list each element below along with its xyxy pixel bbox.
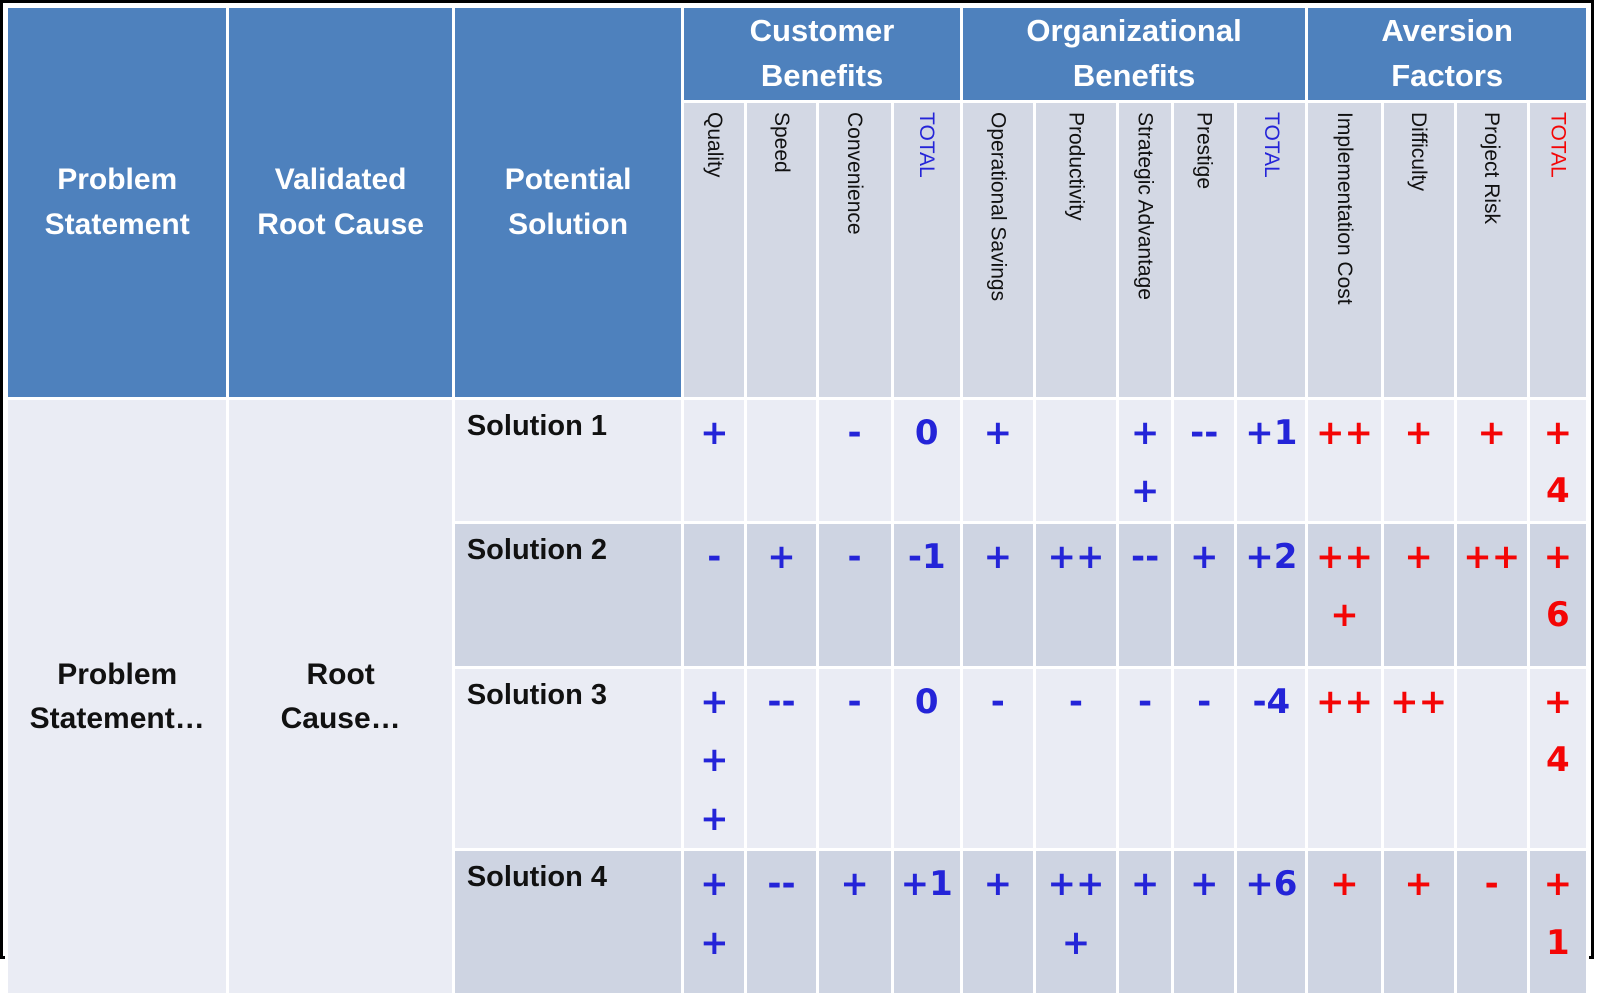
sub-header-row: Quality Speed Convenience TOTAL Operatio… (8, 102, 1586, 397)
s2-convenience: - (818, 523, 891, 666)
solution-4-label: Solution 4 (454, 851, 682, 994)
s2-difficulty: + (1383, 523, 1454, 666)
col-header-validated-root-cause: Validated Root Cause (229, 8, 452, 397)
group-header-organizational-benefits: Organizational Benefits (962, 8, 1306, 100)
s3-implementation-cost: ++ (1308, 668, 1381, 849)
sub-header-strategic-advantage: Strategic Advantage (1119, 102, 1172, 397)
s1-project-risk: + (1456, 399, 1527, 521)
s1-implementation-cost: ++ (1308, 399, 1381, 521)
s4-project-risk: - (1456, 851, 1527, 994)
s2-aversion-total: +6 (1529, 523, 1586, 666)
s3-productivity: - (1035, 668, 1117, 849)
group-header-customer-benefits-label: Customer Benefits (749, 13, 895, 93)
s2-organizational-total: +2 (1237, 523, 1306, 666)
s4-operational-savings: + (962, 851, 1033, 994)
s1-aversion-total: +4 (1529, 399, 1586, 521)
col-header-problem-statement: Problem Statement (8, 8, 227, 397)
col-header-potential-solution-label: Potential Solution (504, 163, 632, 242)
table-row-solution-3: Solution 3 +++ -- - 0 - - - - -4 ++ ++ +… (8, 668, 1586, 849)
s4-organizational-total: +6 (1237, 851, 1306, 994)
sub-header-speed: Speed (747, 102, 816, 397)
s1-prestige: -- (1174, 399, 1235, 521)
solution-2-label: Solution 2 (454, 523, 682, 666)
s1-convenience: - (818, 399, 891, 521)
solution-1-label: Solution 1 (454, 399, 682, 521)
sub-header-difficulty: Difficulty (1383, 102, 1454, 397)
s4-strategic-advantage: + (1119, 851, 1172, 994)
sub-header-productivity: Productivity (1035, 102, 1117, 397)
s1-quality: + (684, 399, 745, 521)
s3-organizational-total: -4 (1237, 668, 1306, 849)
s3-strategic-advantage: - (1119, 668, 1172, 849)
s4-customer-total: +1 (893, 851, 960, 994)
s2-prestige: + (1174, 523, 1235, 666)
sub-header-implementation-cost: Implementation Cost (1308, 102, 1381, 397)
s1-difficulty: + (1383, 399, 1454, 521)
sub-header-operational-savings: Operational Savings (962, 102, 1033, 397)
col-header-validated-root-cause-label: Validated Root Cause (257, 163, 424, 242)
s4-speed: -- (747, 851, 816, 994)
s2-project-risk: ++ (1456, 523, 1527, 666)
s1-operational-savings: + (962, 399, 1033, 521)
group-header-aversion-factors: Aversion Factors (1308, 8, 1586, 100)
sub-header-project-risk: Project Risk (1456, 102, 1527, 397)
s4-implementation-cost: + (1308, 851, 1381, 994)
col-header-potential-solution: Potential Solution (454, 8, 682, 397)
s4-difficulty: + (1383, 851, 1454, 994)
s1-speed (747, 399, 816, 521)
s3-quality: +++ (684, 668, 745, 849)
s3-prestige: - (1174, 668, 1235, 849)
s4-aversion-total: +1 (1529, 851, 1586, 994)
col-header-problem-statement-label: Problem Statement (44, 163, 190, 242)
sub-header-customer-total: TOTAL (893, 102, 960, 397)
s4-productivity: +++ (1035, 851, 1117, 994)
group-header-row: Problem Statement Validated Root Cause P… (8, 8, 1586, 397)
solution-3-label: Solution 3 (454, 668, 682, 849)
s2-speed: + (747, 523, 816, 666)
s2-implementation-cost: +++ (1308, 523, 1381, 666)
s3-speed: -- (747, 668, 816, 849)
s1-organizational-total: +1 (1237, 399, 1306, 521)
s1-customer-total: 0 (893, 399, 960, 521)
s3-convenience: - (818, 668, 891, 849)
s2-strategic-advantage: -- (1119, 523, 1172, 666)
group-header-customer-benefits: Customer Benefits (684, 8, 960, 100)
sub-header-convenience: Convenience (818, 102, 891, 397)
s4-prestige: + (1174, 851, 1235, 994)
sub-header-organizational-total: TOTAL (1237, 102, 1306, 397)
s3-difficulty: ++ (1383, 668, 1454, 849)
s4-quality: ++ (684, 851, 745, 994)
s3-operational-savings: - (962, 668, 1033, 849)
sub-header-aversion-total: TOTAL (1529, 102, 1586, 397)
s1-productivity (1035, 399, 1117, 521)
sub-header-quality: Quality (684, 102, 745, 397)
s4-convenience: + (818, 851, 891, 994)
group-header-aversion-factors-label: Aversion Factors (1381, 13, 1513, 93)
sub-header-prestige: Prestige (1174, 102, 1235, 397)
s3-aversion-total: +4 (1529, 668, 1586, 849)
group-header-organizational-benefits-label: Organizational Benefits (1026, 13, 1242, 93)
s1-strategic-advantage: ++ (1119, 399, 1172, 521)
problem-statement-cell: Problem Statement… (8, 399, 227, 994)
decision-matrix-table: Problem Statement Validated Root Cause P… (5, 5, 1589, 996)
s3-project-risk (1456, 668, 1527, 849)
s2-customer-total: -1 (893, 523, 960, 666)
s2-productivity: ++ (1035, 523, 1117, 666)
table-row-solution-1: Problem Statement… Root Cause… Solution … (8, 399, 1586, 994)
table-row-solution-2: Solution 2 - + - -1 + ++ -- + +2 +++ + +… (8, 523, 1586, 666)
s2-operational-savings: + (962, 523, 1033, 666)
root-cause-cell: Root Cause… (229, 399, 452, 994)
s3-customer-total: 0 (893, 668, 960, 849)
s2-quality: - (684, 523, 745, 666)
